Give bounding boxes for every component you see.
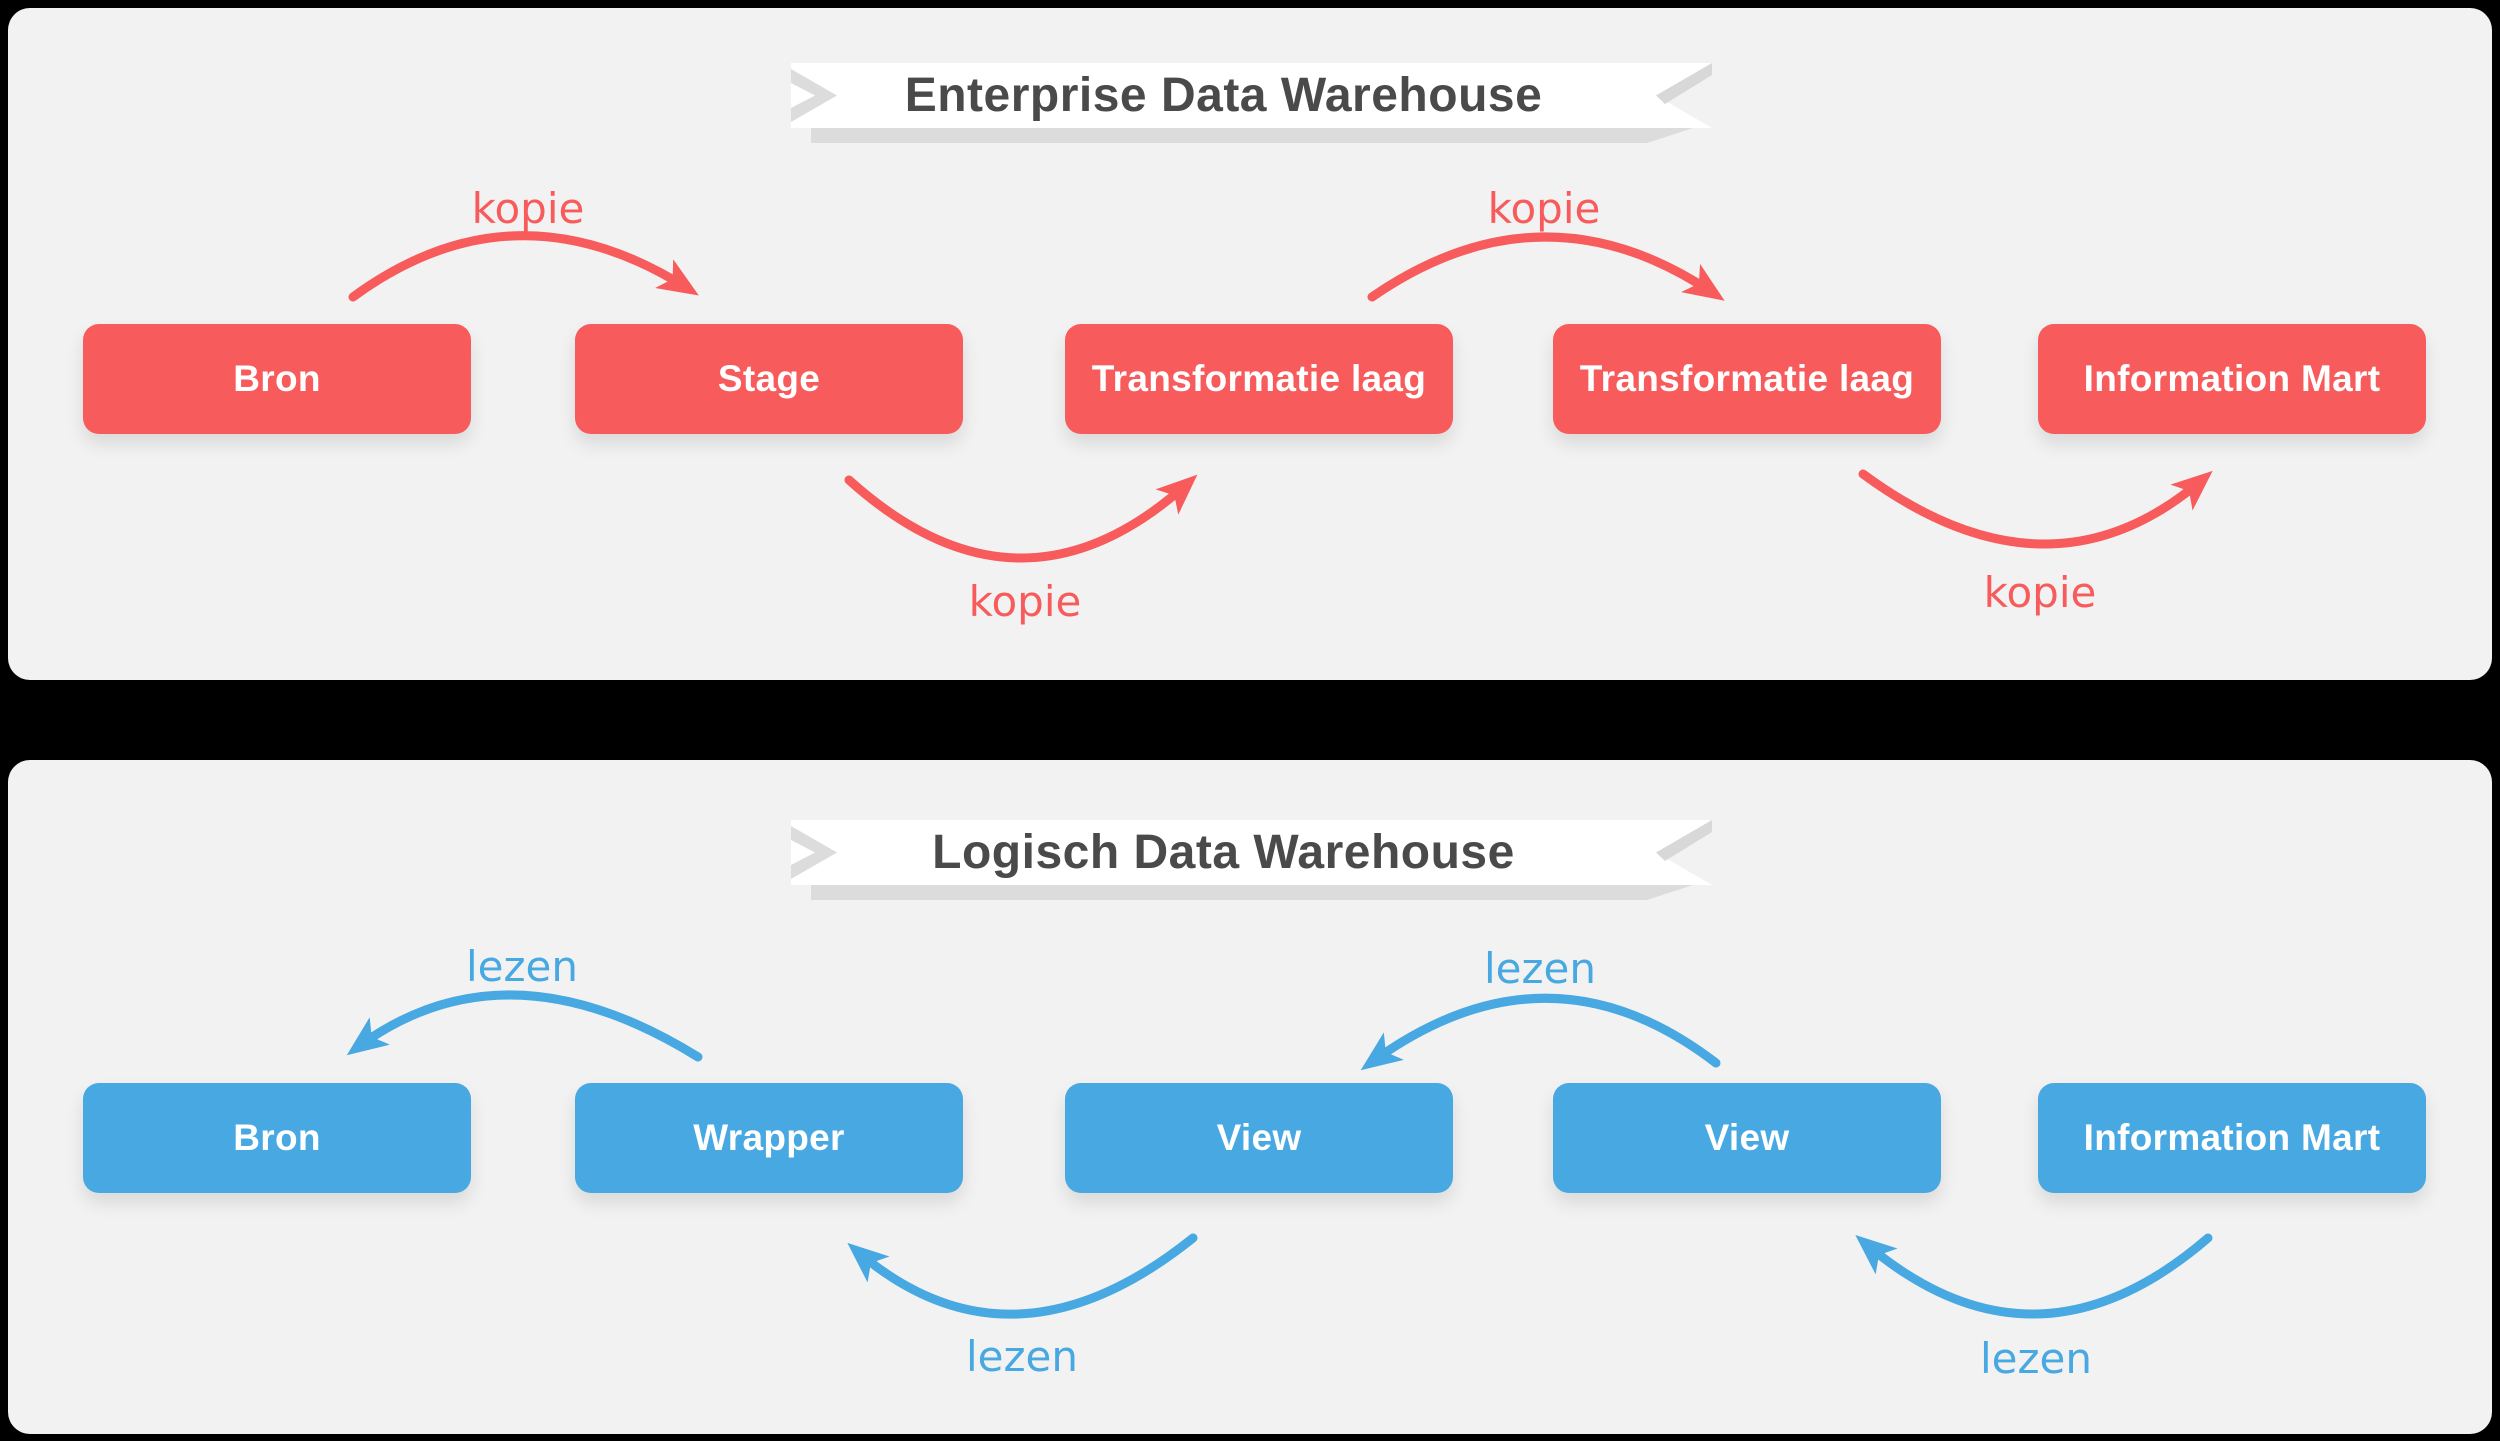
edw-box-information-mart: Information Mart xyxy=(2038,324,2426,434)
edw-banner-title: Enterprise Data Warehouse xyxy=(904,69,1543,122)
ldw-arrow-view-view xyxy=(1360,993,1721,1071)
ribbon-shadow xyxy=(811,885,1693,900)
ldw-arrow-label-lezen-1: lezen xyxy=(466,942,578,991)
ldw-arrow-informationmart-view xyxy=(1855,1233,2213,1319)
ribbon-band xyxy=(791,820,1712,885)
edw-arrow-bron-stage xyxy=(348,231,699,302)
ldw-box-information-mart: Information Mart xyxy=(2038,1083,2426,1193)
ldw-arrow-label-lezen-2: lezen xyxy=(966,1332,1078,1381)
edw-box-bron: Bron xyxy=(83,324,471,434)
ldw-arrow-layer: lezen lezen lezen lezen xyxy=(346,942,2213,1383)
ldw-banner-ribbon: Logisch Data Warehouse xyxy=(791,820,1712,902)
edw-arrow-transformatie-transformatie xyxy=(1367,232,1725,302)
ldw-box-view-2: View xyxy=(1553,1083,1941,1193)
edw-arrow-label-kopie-2: kopie xyxy=(969,577,1082,626)
edw-arrow-layer: kopie kopie kopie kopie xyxy=(348,184,2213,626)
ldw-arrow-label-lezen-3: lezen xyxy=(1484,944,1596,993)
ribbon-right-fold xyxy=(1656,63,1712,104)
ribbon-right-fold xyxy=(1656,820,1712,861)
ldw-panel: Logisch Data Warehouse lezen lezen lezen… xyxy=(8,760,2492,1434)
ldw-arrow-label-lezen-4: lezen xyxy=(1980,1334,2092,1383)
edw-arrow-transformatie-informationmart xyxy=(1858,469,2213,549)
edw-arrow-stage-transformatie xyxy=(844,474,1198,563)
ribbon-left-chevron-icon xyxy=(791,826,837,879)
edw-panel: Enterprise Data Warehouse kopie kopie ko… xyxy=(8,8,2492,680)
ldw-box-bron: Bron xyxy=(83,1083,471,1193)
ribbon-art xyxy=(791,63,1712,143)
edw-arrow-label-kopie-3: kopie xyxy=(1488,184,1601,233)
edw-box-stage: Stage xyxy=(575,324,963,434)
ldw-box-wrapper: Wrapper xyxy=(575,1083,963,1193)
ldw-banner-title: Logisch Data Warehouse xyxy=(932,826,1515,879)
edw-box-transformatie-laag-1: Transformatie laag xyxy=(1065,324,1453,434)
ribbon-left-chevron-icon xyxy=(791,69,837,122)
edw-arrow-label-kopie-1: kopie xyxy=(472,184,585,233)
ribbon-band xyxy=(791,63,1712,128)
ldw-arrow-view-wrapper xyxy=(847,1233,1198,1319)
ribbon-shadow xyxy=(811,128,1693,143)
ldw-box-view-1: View xyxy=(1065,1083,1453,1193)
edw-box-transformatie-laag-2: Transformatie laag xyxy=(1553,324,1941,434)
ribbon-art xyxy=(791,820,1712,900)
edw-arrow-label-kopie-4: kopie xyxy=(1984,568,2097,617)
ldw-arrow-wrapper-bron xyxy=(346,990,703,1062)
edw-banner-ribbon: Enterprise Data Warehouse xyxy=(791,63,1712,145)
